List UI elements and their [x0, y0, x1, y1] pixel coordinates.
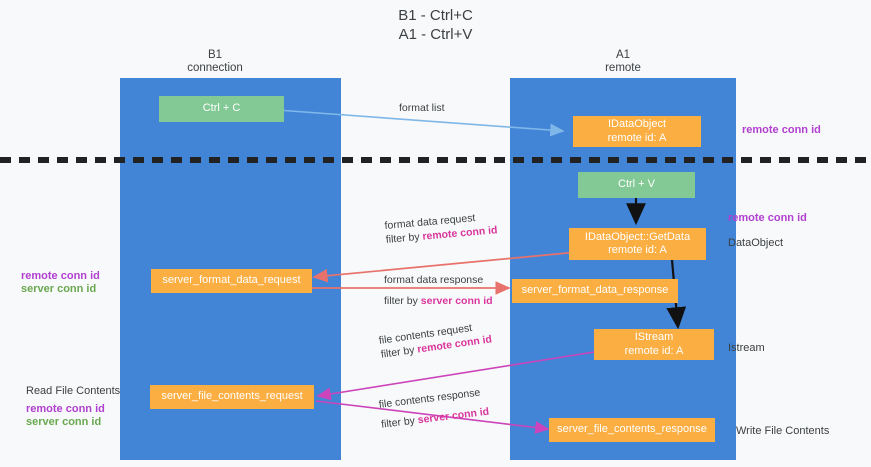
node-ctrl-v-label: Ctrl + V: [618, 178, 655, 191]
node-server-file-contents-request[interactable]: server_file_contents_request: [150, 385, 314, 409]
annotation-remote-conn-id-top: remote conn id: [742, 124, 821, 136]
node-format-request-label: server_format_data_request: [162, 274, 301, 287]
lane-header-a1-role: remote: [605, 62, 641, 74]
lane-header-b1-role: connection: [187, 62, 243, 74]
annotation-left-remote-conn-id: remote conn id: [21, 270, 100, 282]
annotation-remote-conn-id-mid: remote conn id: [728, 212, 807, 224]
filter-prefix-2: filter by: [384, 295, 421, 307]
node-server-format-data-response[interactable]: server_format_data_response: [512, 279, 678, 303]
title-line-1: B1 - Ctrl+C: [398, 7, 473, 24]
filter-prefix: filter by: [385, 230, 423, 246]
annotation-left-server-conn-id-2: server conn id: [26, 416, 102, 428]
annotation-left-server-conn-id: server conn id: [21, 283, 97, 295]
annotation-left-remote-conn-id-2: remote conn id: [26, 403, 105, 415]
lane-header-b1-name: B1: [207, 49, 223, 61]
node-idataobject-line2: remote id: A: [607, 131, 667, 144]
lane-header-b1: B1 connection: [150, 49, 280, 75]
node-getdata-line1: IDataObject::GetData: [584, 230, 691, 243]
node-getdata-line2: remote id: A: [608, 244, 667, 256]
node-file-request-label: server_file_contents_request: [161, 390, 303, 403]
annotation-write-file-contents: Write File Contents: [736, 425, 830, 437]
node-idataobject-getdata[interactable]: IDataObject::GetData remote id: A: [569, 228, 706, 260]
diagram-title: B1 - Ctrl+C A1 - Ctrl+V: [0, 6, 871, 44]
node-istream-line2: remote id: A: [624, 344, 684, 357]
annotation-read-file-contents: Read File Contents: [26, 385, 121, 397]
lane-header-a1: A1 remote: [558, 49, 688, 75]
edge-label-format-data-response-line2: filter by server conn id: [384, 294, 493, 308]
node-server-file-contents-response[interactable]: server_file_contents_response: [549, 418, 715, 442]
node-istream-line1: IStream: [634, 331, 674, 343]
edge-format-data-request: [312, 251, 579, 283]
filter-key-server-conn-id: server conn id: [420, 295, 493, 307]
annotation-istream: Istream: [728, 342, 765, 354]
lane-header-a1-name: A1: [615, 49, 631, 61]
title-line-2: A1 - Ctrl+V: [398, 26, 473, 43]
annotation-dataobject: DataObject: [728, 237, 784, 249]
node-format-response-label: server_format_data_response: [521, 284, 669, 297]
node-ctrl-c[interactable]: Ctrl + C: [159, 96, 284, 122]
edge-file-contents-response: [315, 400, 550, 434]
edge-label-format-data-response-line1: format data response: [384, 274, 484, 286]
node-idataobject-line1: IDataObject: [607, 118, 667, 130]
node-file-response-label: server_file_contents_response: [557, 423, 707, 436]
node-istream[interactable]: IStream remote id: A: [594, 329, 714, 360]
edge-label-format-data-response: format data response filter by server co…: [384, 273, 493, 308]
edge-label-format-list: format list: [399, 102, 445, 114]
node-server-format-data-request[interactable]: server_format_data_request: [151, 269, 312, 293]
edge-file-contents-request: [316, 351, 595, 401]
node-ctrl-v[interactable]: Ctrl + V: [578, 172, 695, 198]
node-ctrl-c-label: Ctrl + C: [202, 102, 241, 115]
section-divider: [0, 157, 871, 163]
node-idataobject[interactable]: IDataObject remote id: A: [573, 116, 701, 147]
edge-format-list: [276, 109, 565, 137]
